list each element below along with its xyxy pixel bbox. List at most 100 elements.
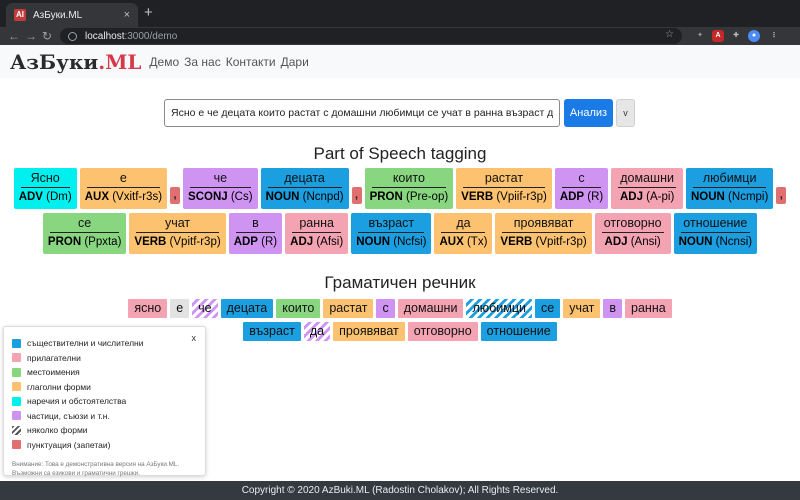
dictionary-word[interactable]: да	[303, 322, 331, 341]
profile-avatar-icon[interactable]: ●	[748, 30, 760, 42]
dictionary-word[interactable]: ранна	[625, 299, 672, 318]
pos-word: че	[190, 170, 251, 188]
dictionary-word[interactable]: ясно	[128, 299, 168, 318]
legend-label: частици, съюзи и т.н.	[27, 410, 110, 421]
nav-link-demo[interactable]: Демо	[149, 54, 180, 69]
dictionary-word[interactable]: растат	[323, 299, 374, 318]
browser-tab[interactable]: AI АзБуки.ML ×	[6, 3, 138, 27]
pos-word: възраст	[358, 215, 425, 233]
back-icon[interactable]: ←	[8, 29, 20, 43]
dictionary-section-title: Граматичен речник	[324, 273, 476, 292]
dictionary-word[interactable]: децата	[220, 299, 274, 318]
menu-dots-icon[interactable]: ⋮	[768, 30, 780, 42]
nav-link-about[interactable]: За нас	[184, 54, 221, 69]
forward-icon[interactable]: →	[25, 29, 37, 43]
legend-swatch	[12, 411, 21, 421]
sentence-input[interactable]	[164, 99, 560, 127]
analyze-button[interactable]: Анализ	[564, 99, 613, 127]
legend-swatch	[12, 425, 21, 435]
dictionary-word[interactable]: учат	[563, 299, 601, 318]
legend-item: прилагателни	[12, 351, 197, 366]
pos-word: отношение	[680, 215, 751, 233]
pos-word: се	[49, 215, 120, 233]
legend-label: наречия и обстоятелства	[27, 396, 127, 407]
dictionary-word[interactable]: проявяват	[333, 322, 405, 341]
address-bar[interactable]: localhost :3000/demo ☆	[60, 28, 682, 44]
pos-label: NOUN (Ncnpd)	[265, 191, 344, 203]
new-tab-icon[interactable]: +	[144, 4, 153, 21]
pos-word: домашни	[618, 170, 676, 188]
bookmark-star-icon[interactable]: ☆	[665, 29, 674, 40]
extensions-icon[interactable]: ✚	[730, 30, 742, 42]
legend-swatch	[12, 353, 21, 363]
pos-word: е	[86, 170, 161, 188]
punctuation-tag: ,	[351, 187, 362, 204]
pos-section-title: Part of Speech tagging	[313, 144, 487, 163]
dictionary-word[interactable]: в	[603, 299, 623, 318]
dictionary-word[interactable]: отношение	[480, 322, 557, 341]
pos-label: SCONJ (Cs)	[188, 191, 253, 203]
legend-close-button[interactable]: x	[191, 333, 197, 343]
legend-label: пунктуация (запетаи)	[27, 439, 111, 450]
legend-label: прилагателни	[27, 352, 81, 363]
legend-swatch	[12, 338, 21, 348]
pos-label: VERB (Vpitf-r3p)	[500, 236, 587, 248]
dictionary-word[interactable]: с	[376, 299, 395, 318]
pos-word: растат	[463, 170, 545, 188]
legend-label: местоимения	[27, 367, 80, 378]
legend-item: съществителни и числителни	[12, 336, 197, 351]
dictionary-word[interactable]: домашни	[397, 299, 464, 318]
extension-puzzle-icon[interactable]: ✦	[694, 30, 706, 42]
footer-copyright: Copyright © 2020 AzBuki.ML (Radostin Cho…	[0, 481, 800, 500]
logo[interactable]: АзБуки.ML	[10, 49, 142, 74]
url-host: localhost	[85, 30, 125, 42]
pos-word: ранна	[292, 215, 342, 233]
dictionary-word[interactable]: възраст	[243, 322, 301, 341]
site-info-icon[interactable]	[68, 31, 77, 41]
pos-word: които	[371, 170, 447, 188]
tab-close-icon[interactable]: ×	[123, 9, 130, 21]
dictionary-word[interactable]: че	[192, 299, 218, 318]
legend-item: глаголни форми	[12, 380, 197, 395]
adblock-icon[interactable]: A	[712, 30, 724, 42]
reload-icon[interactable]: ↻	[42, 29, 53, 43]
nav-link-donate[interactable]: Дари	[280, 54, 309, 69]
legend-note: Внимание: Това е демонстративна версия н…	[12, 461, 180, 477]
options-dropdown-button[interactable]: v	[616, 99, 635, 127]
legend-swatch	[12, 440, 21, 450]
legend-swatch	[12, 367, 21, 377]
dictionary-word[interactable]: любимци	[466, 299, 532, 318]
tab-title: АзБуки.ML	[33, 9, 83, 21]
dictionary-word[interactable]: се	[535, 299, 561, 318]
pos-word: да	[441, 215, 486, 233]
dictionary-word[interactable]: е	[170, 299, 190, 318]
dictionary-word[interactable]: които	[276, 299, 321, 318]
nav-link-contacts[interactable]: Контакти	[225, 54, 276, 69]
dictionary-word[interactable]: отговорно	[407, 322, 478, 341]
legend-item: местоимения	[12, 365, 197, 380]
pos-label: VERB (Vpitf-r3p)	[134, 236, 221, 248]
pos-label: NOUN (Ncfsi)	[356, 236, 427, 248]
